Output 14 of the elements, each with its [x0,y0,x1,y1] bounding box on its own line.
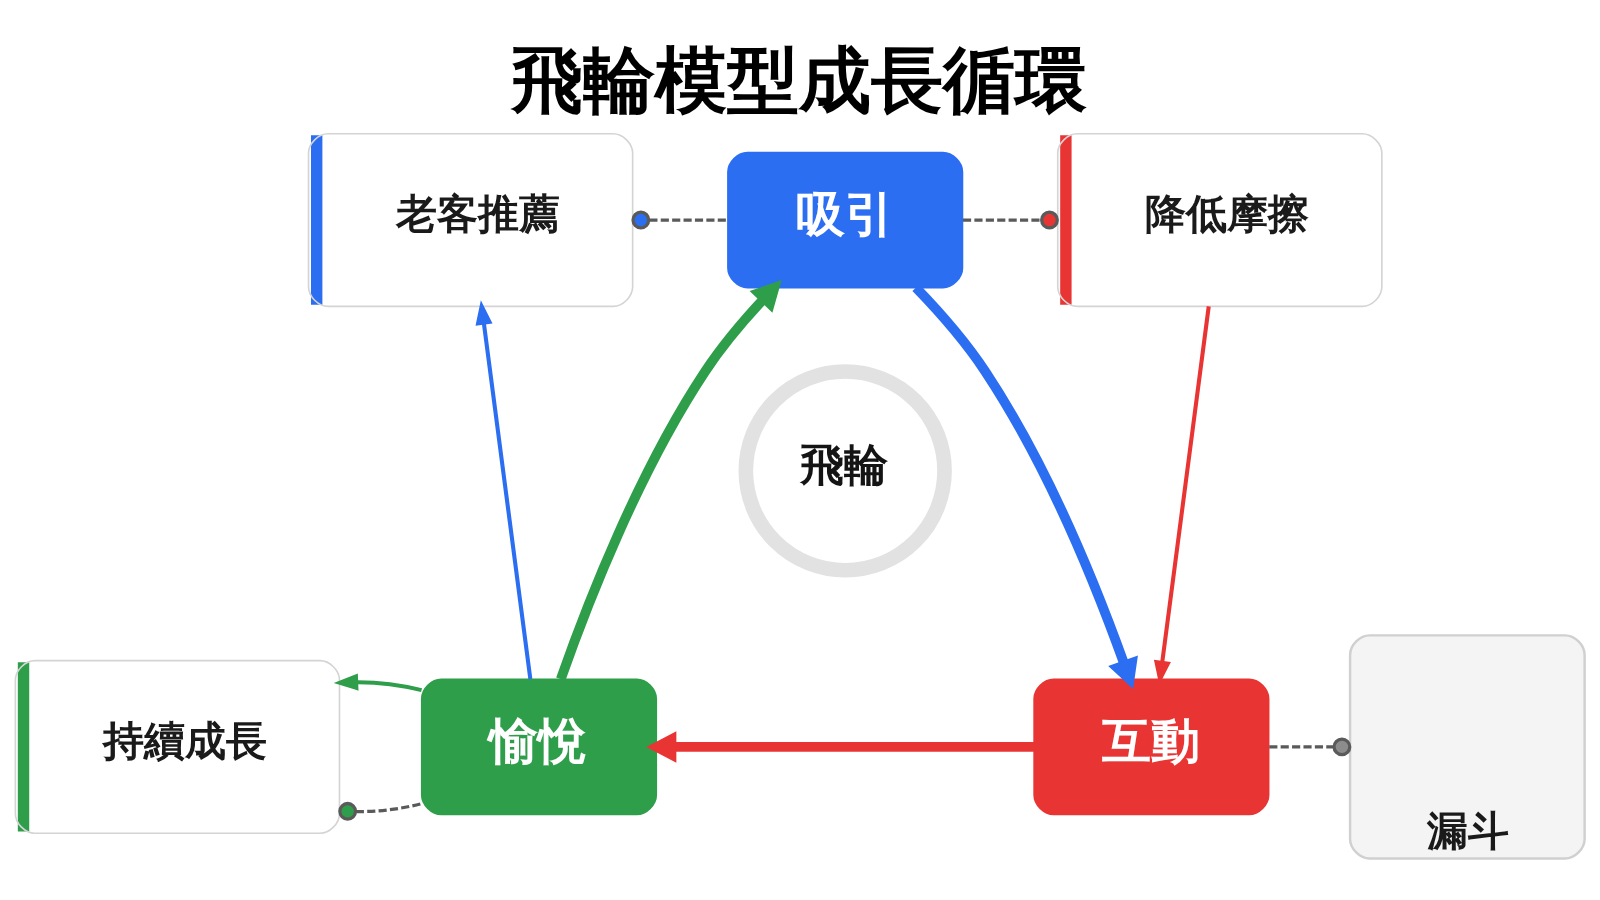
node-circle: 飛輪 [738,363,952,578]
node-box: 吸引 [727,151,964,288]
arrow [475,299,533,679]
node-box: 愉悅 [420,678,658,815]
connector [338,801,422,821]
diagram-title: 飛輪模型成長循環 [510,37,1087,122]
arrow [646,730,1035,763]
node-box: 互動 [1033,678,1270,815]
arrow [333,673,422,692]
node-box: 漏斗 [1348,633,1586,860]
connector [1269,736,1352,756]
connector [963,210,1059,229]
connector [631,210,728,229]
arrow [556,279,782,681]
